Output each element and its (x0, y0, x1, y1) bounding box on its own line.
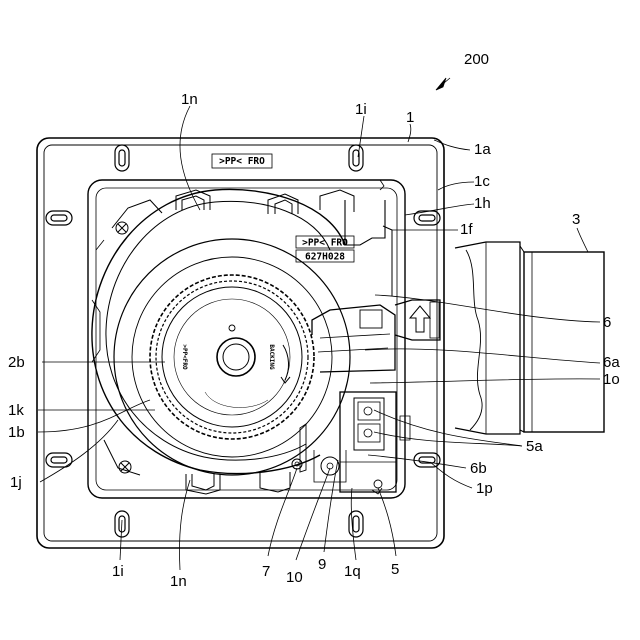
screw-heads (116, 222, 131, 473)
rotor-assembly (114, 239, 350, 475)
mounting-slots (46, 145, 440, 537)
label-9: 9 (318, 556, 326, 573)
label-3: 3 (572, 211, 580, 228)
part-number: 627H028 (305, 252, 345, 263)
figure-arrow (436, 78, 446, 90)
label-2b: 2b (8, 354, 25, 371)
rotor-side-mark: BACKING (268, 344, 275, 370)
control-box-5 (292, 180, 410, 494)
leader-lines (38, 78, 600, 570)
label-1k: 1k (8, 402, 24, 419)
label-1i-top: 1i (355, 101, 367, 118)
label-1j: 1j (10, 474, 22, 491)
label-10: 10 (286, 569, 303, 586)
label-1n-top: 1n (181, 91, 198, 108)
label-6b: 6b (470, 460, 487, 477)
label-1n-bottom: 1n (170, 573, 187, 590)
label-1a: 1a (474, 141, 491, 158)
label-1c: 1c (474, 173, 490, 190)
casing-mark: >PP< FRO (302, 238, 348, 249)
label-1o: 1o (603, 371, 620, 388)
rotor-mark: >PP<FRO (181, 344, 188, 370)
label-5a: 5a (526, 438, 543, 455)
label-7: 7 (262, 563, 270, 580)
label-1q: 1q (344, 563, 361, 580)
label-5: 5 (391, 561, 399, 578)
label-1p: 1p (476, 480, 493, 497)
label-1h: 1h (474, 195, 491, 212)
label-1b: 1b (8, 424, 25, 441)
label-1i-bottom: 1i (112, 563, 124, 580)
label-1f: 1f (460, 221, 473, 238)
label-6a: 6a (603, 354, 620, 371)
label-1-top: 1 (406, 109, 414, 126)
label-6: 6 (603, 314, 611, 331)
duct-3 (455, 242, 604, 434)
figure-number: 200 (464, 51, 489, 68)
frame-mark: >PP< FRO (219, 156, 265, 167)
